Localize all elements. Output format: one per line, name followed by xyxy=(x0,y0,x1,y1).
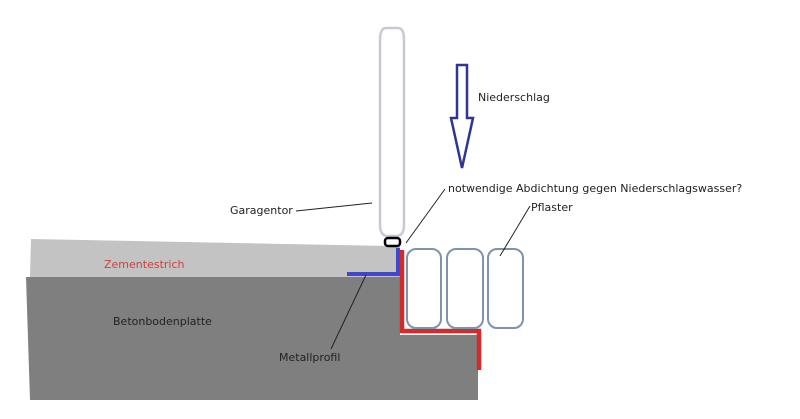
label-garage-door: Garagentor xyxy=(230,204,293,217)
leader-seal-question xyxy=(405,188,446,244)
paving-stone xyxy=(446,248,484,329)
label-cement-screed: Zementestrich xyxy=(104,258,185,271)
paving-stone xyxy=(406,248,442,329)
leader-metal-profile xyxy=(330,274,367,350)
leader-garage-door xyxy=(295,202,373,212)
garage-door xyxy=(378,26,406,238)
label-concrete-slab: Betonbodenplatte xyxy=(113,315,212,328)
metal-profile xyxy=(347,248,400,276)
label-paving: Pflaster xyxy=(531,201,573,214)
waterproofing-seal xyxy=(399,250,482,370)
cement-screed xyxy=(30,239,400,277)
label-seal-question: notwendige Abdichtung gegen Niederschlag… xyxy=(448,182,742,195)
concrete-slab xyxy=(26,277,478,400)
paving-stone xyxy=(487,248,524,329)
leader-paving xyxy=(499,205,531,257)
label-metal-profile: Metallprofil xyxy=(279,351,340,364)
precipitation-arrow xyxy=(449,63,475,169)
door-bottom-seal xyxy=(383,236,402,248)
label-precipitation: Niederschlag xyxy=(478,91,550,104)
